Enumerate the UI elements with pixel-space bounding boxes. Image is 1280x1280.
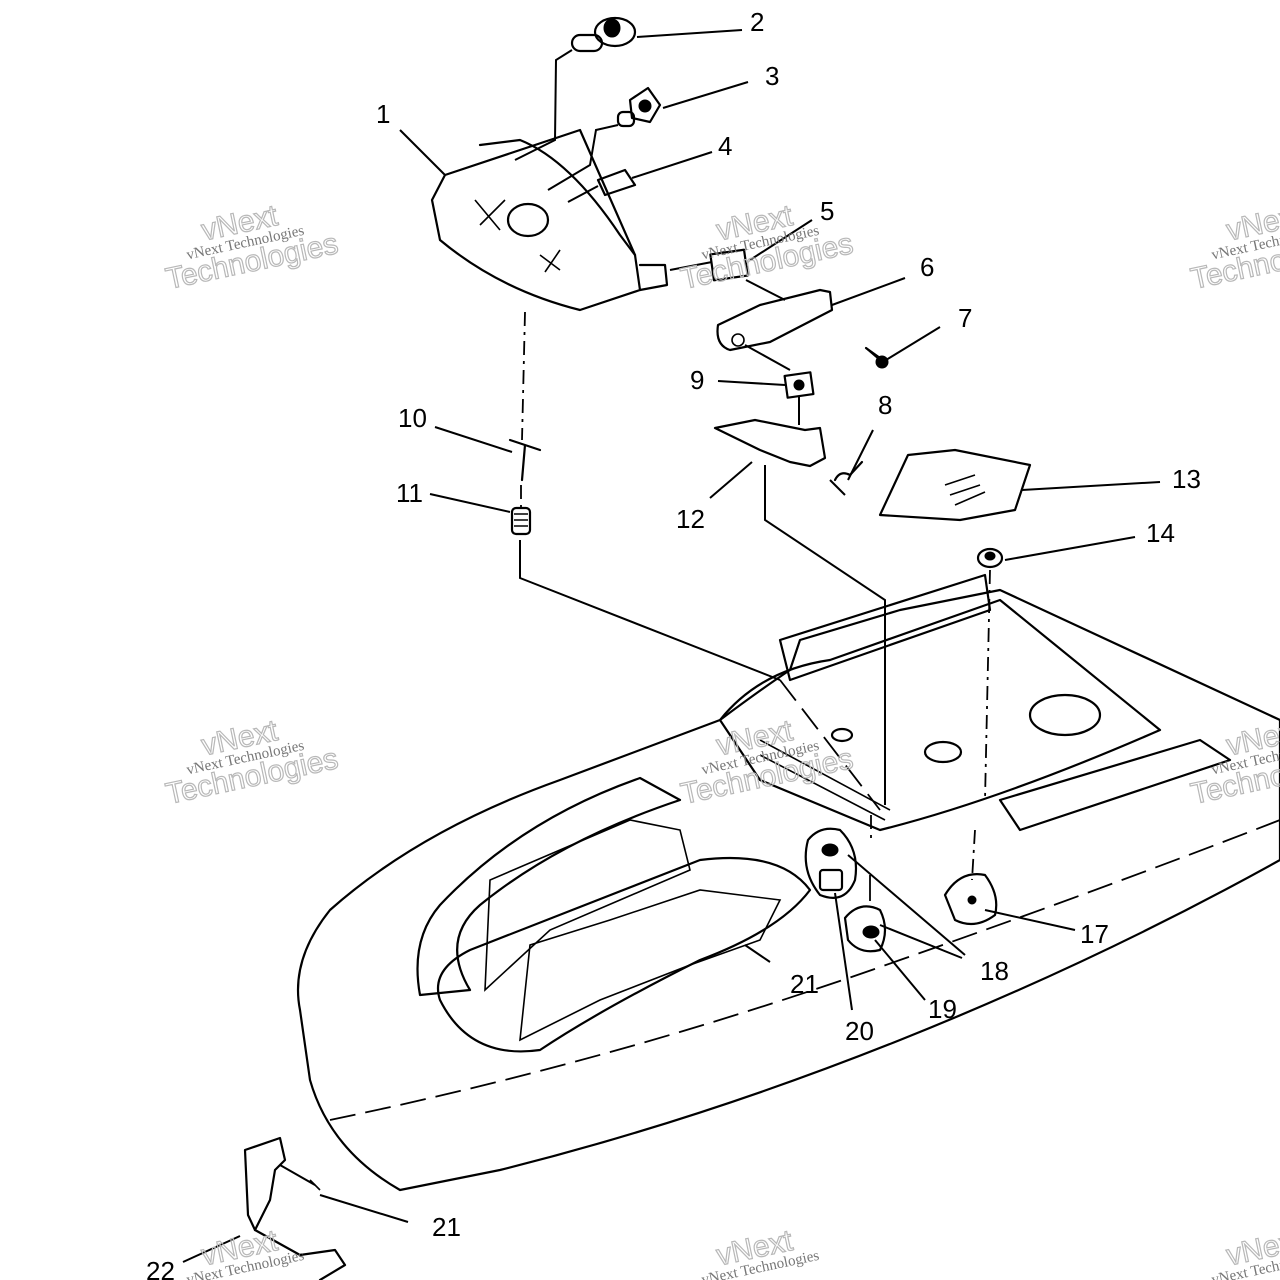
callout-22: 22: [146, 1256, 175, 1280]
nut-9: [783, 371, 815, 399]
callout-20: 20: [845, 1016, 874, 1046]
watermark-6: vNext vNext Technologies Technologies: [1187, 714, 1280, 812]
callout-21-top: 21: [790, 969, 819, 999]
bulb-socket-3: [616, 86, 662, 128]
callout-18: 18: [980, 956, 1009, 986]
callout-9: 9: [690, 365, 704, 395]
callout-10: 10: [398, 403, 427, 433]
grommet-14: [976, 547, 1004, 569]
bracket-12: [713, 418, 827, 468]
watermark-7: vNext vNext Technologies: [185, 1224, 306, 1280]
bracket-6: [716, 288, 834, 352]
hood-body: [296, 573, 1280, 1192]
lens-cover-13: [878, 448, 1032, 522]
watermark-9: vNext vNext Technologies: [1210, 1224, 1280, 1280]
callout-labels: 1 2 3 4 5 6 7 8 9 10 11 12 13 14 17 18 1…: [146, 7, 1201, 1280]
callout-4: 4: [718, 131, 732, 161]
callout-5: 5: [820, 196, 834, 226]
callout-8: 8: [878, 390, 892, 420]
callout-11: 11: [396, 478, 423, 508]
callout-14: 14: [1146, 518, 1175, 548]
plate-19-20: [804, 827, 887, 953]
callout-1: 1: [376, 99, 390, 129]
watermark-1: vNext vNext Technologies Technologies: [162, 199, 341, 297]
assembly-lines: [279, 49, 991, 1186]
callout-17: 17: [1080, 919, 1109, 949]
headlight-housing: [430, 128, 669, 312]
callout-3: 3: [765, 61, 779, 91]
pad-5: [709, 248, 749, 282]
callout-13: 13: [1172, 464, 1201, 494]
callout-2: 2: [750, 7, 764, 37]
plate-17: [943, 873, 998, 926]
pin-10: [508, 438, 542, 482]
callout-19: 19: [928, 994, 957, 1024]
watermark-4: vNext vNext Technologies Technologies: [162, 714, 341, 812]
callout-7: 7: [958, 303, 972, 333]
callout-12: 12: [676, 504, 705, 534]
callout-21-bottom: 21: [432, 1212, 461, 1242]
watermark-8: vNext vNext Technologies: [700, 1224, 821, 1280]
callout-leaders: [182, 29, 1161, 1263]
grommet-11: [510, 506, 532, 536]
watermark-3: vNext vNext Technologies Technologies: [1187, 199, 1280, 297]
watermark-5: vNext vNext Technologies Technologies: [677, 714, 856, 812]
callout-6: 6: [920, 252, 934, 282]
clip-4: [596, 168, 637, 197]
bulb-socket-2: [570, 16, 637, 53]
